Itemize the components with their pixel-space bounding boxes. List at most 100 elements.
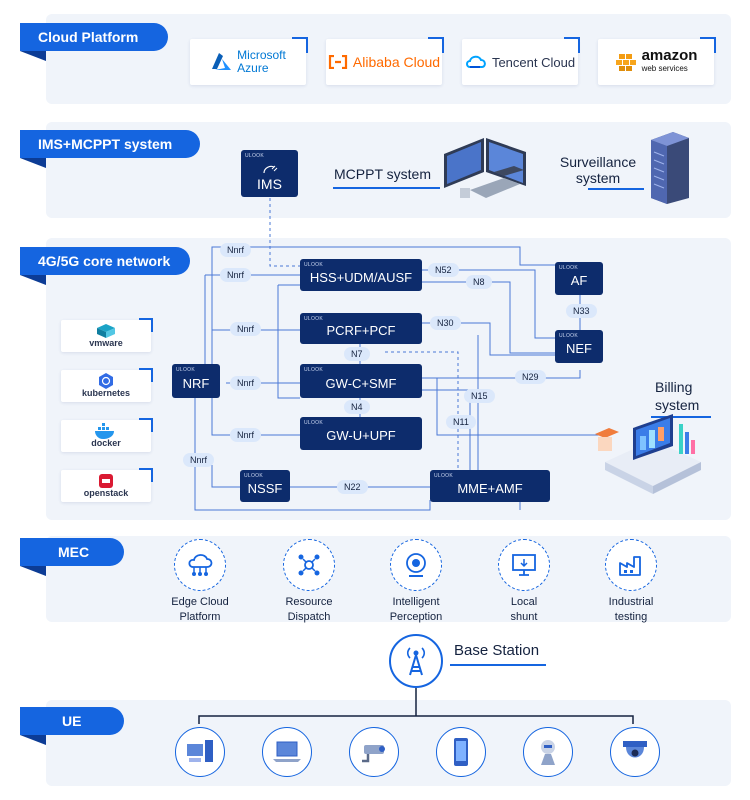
ue-device-desktop — [175, 727, 225, 777]
tab-fold — [20, 566, 46, 576]
node-label: NRF — [182, 375, 210, 391]
cloud-network-icon — [188, 554, 213, 576]
gw-u-upf-node: ULOOK GW-U+UPF — [300, 417, 422, 450]
node-label: PCRF+PCF — [326, 323, 396, 338]
azure-icon — [212, 53, 232, 70]
mec-label-line1: Intelligent — [392, 596, 440, 608]
kubernetes-icon — [99, 373, 113, 389]
node-tag: ULOOK — [559, 265, 579, 271]
mec-label-line1: Industrial — [608, 596, 654, 608]
section-tab-core: 4G/5G core network — [20, 247, 190, 275]
mec-resource-dispatch: Resource Dispatch — [259, 539, 359, 625]
base-station-icon-ring — [389, 634, 443, 688]
interface-n4: N4 — [344, 400, 370, 414]
node-tag: ULOOK — [244, 473, 264, 479]
node-tag: ULOOK — [304, 420, 324, 426]
workstation-icon — [444, 138, 526, 198]
tab-fold — [20, 51, 46, 61]
camera-icon — [406, 553, 426, 577]
interface-nnrf: Nnrf — [230, 376, 262, 390]
vmware-label: vmware — [89, 338, 123, 348]
mec-local-shunt: Local shunt — [474, 539, 574, 625]
interface-n52: N52 — [428, 263, 459, 277]
vmware-logo: vmware — [61, 318, 153, 352]
docker-label: docker — [91, 438, 121, 448]
nssf-node: ULOOK NSSF — [240, 470, 290, 502]
phone-icon — [263, 165, 278, 174]
node-tag: ULOOK — [304, 367, 324, 373]
dome-camera-icon — [623, 741, 647, 758]
surveillance-underline — [588, 188, 644, 190]
nrf-node: ULOOK NRF — [172, 364, 220, 398]
ue-device-robot — [523, 727, 573, 777]
interface-nnrf: Nnrf — [230, 428, 262, 442]
node-tag: ULOOK — [559, 333, 579, 339]
corner-accent — [428, 37, 444, 53]
openstack-label: openstack — [83, 488, 129, 498]
azure-line2: Azure — [237, 61, 269, 75]
node-tag: ULOOK — [176, 367, 196, 373]
mec-icon-ring — [390, 539, 442, 591]
node-label: AF — [570, 273, 588, 288]
ue-device-smartphone — [436, 727, 486, 777]
hss-udm-ausf-node: ULOOK HSS+UDM/AUSF — [300, 259, 422, 291]
docker-icon — [95, 423, 114, 439]
vmware-icon — [97, 324, 115, 338]
billing-line1: Billing — [655, 379, 693, 395]
billing-underline — [651, 416, 711, 418]
surveillance-line1: Surveillance — [559, 154, 637, 170]
mec-label-line1: Resource — [285, 596, 333, 608]
tencent-cloud-icon — [465, 55, 486, 68]
aws-line2: web services — [641, 64, 688, 73]
mec-label-line1: Edge Cloud — [171, 596, 229, 608]
mec-label-line2: testing — [614, 611, 648, 623]
ue-device-laptop — [262, 727, 312, 777]
corner-accent — [700, 37, 716, 53]
interface-n22: N22 — [337, 480, 368, 494]
mec-intelligent-perception: Intelligent Perception — [366, 539, 466, 625]
mec-industrial-testing: Industrial testing — [581, 539, 681, 625]
interface-n8: N8 — [466, 275, 492, 289]
tab-fold — [20, 275, 46, 285]
mec-icon-ring — [283, 539, 335, 591]
cctv-camera-icon — [362, 745, 385, 763]
mec-icon-ring — [174, 539, 226, 591]
surveillance-label: Surveillance system — [555, 154, 641, 186]
node-label: GW-C+SMF — [325, 375, 397, 391]
interface-n7: N7 — [344, 347, 370, 361]
ims-node-label: IMS — [257, 176, 282, 192]
corner-accent — [292, 37, 308, 53]
section-tab-ue: UE — [20, 707, 124, 735]
corner-accent — [139, 368, 153, 382]
docker-logo: docker — [61, 418, 153, 452]
mec-label-line2: shunt — [510, 611, 538, 623]
interface-n15: N15 — [464, 389, 495, 403]
mec-edge-cloud: Edge Cloud Platform — [150, 539, 250, 625]
openstack-logo: openstack — [61, 468, 153, 502]
node-tag: ULOOK — [434, 473, 454, 479]
node-tag: ULOOK — [245, 153, 265, 159]
gw-c-smf-node: ULOOK GW-C+SMF — [300, 364, 422, 398]
azure-logo: Microsoft Azure — [190, 39, 306, 85]
alibaba-icon — [328, 55, 348, 69]
node-label: NSSF — [247, 480, 283, 496]
mec-label-line2: Perception — [389, 611, 443, 623]
node-label: MME+AMF — [457, 480, 523, 496]
dispatch-icon — [298, 554, 320, 576]
section-tab-mec: MEC — [20, 538, 124, 566]
laptop-icon — [273, 741, 301, 762]
cloud-card-azure: Microsoft Azure — [190, 37, 308, 85]
mme-amf-node: ULOOK MME+AMF — [430, 470, 550, 502]
factory-icon — [619, 556, 641, 576]
cloud-card-aws: amazon web services — [598, 37, 716, 85]
interface-n29: N29 — [515, 370, 546, 384]
ue-device-cctv — [349, 727, 399, 777]
aws-line1: amazon — [641, 47, 698, 64]
antenna-tower-icon — [406, 647, 426, 676]
tab-fold — [20, 735, 46, 745]
mec-icon-ring — [605, 539, 657, 591]
server-rack-icon — [651, 132, 689, 204]
mec-label-line2: Platform — [179, 611, 221, 623]
node-tag: ULOOK — [304, 262, 324, 268]
